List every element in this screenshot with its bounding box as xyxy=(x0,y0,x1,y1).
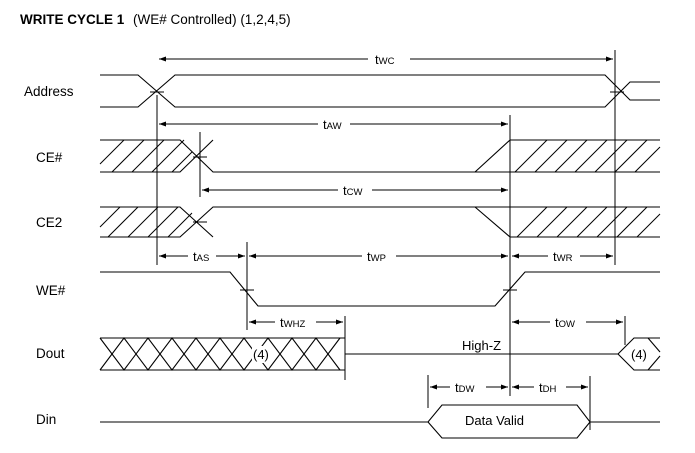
timing-label-tcw: tCW xyxy=(343,183,362,198)
timing-arrows xyxy=(159,56,623,390)
timing-label-twr: tWR xyxy=(553,249,573,264)
timing-label-taw: tAW xyxy=(323,117,342,132)
timing-label-twhz: tWHZ xyxy=(280,315,305,330)
diagram-title: WRITE CYCLE 1 (WE# Controlled) (1,2,4,5) xyxy=(20,12,291,27)
signal-label-ce2: CE2 xyxy=(36,215,62,230)
we-bar-waveform xyxy=(100,271,660,307)
title-bold: WRITE CYCLE 1 xyxy=(20,12,125,27)
signal-label-din: Din xyxy=(36,412,56,427)
ce2-waveform xyxy=(99,206,661,238)
title-rest: (WE# Controlled) (1,2,4,5) xyxy=(133,12,291,27)
signal-label-dout: Dout xyxy=(36,346,65,361)
din-waveform xyxy=(100,404,660,439)
dout-waveform xyxy=(99,337,661,371)
ce-bar-waveform xyxy=(99,139,661,173)
signal-label-we-bar: WE# xyxy=(36,283,66,298)
timing-label-twc: tWC xyxy=(375,52,395,67)
dout-note-left: (4) xyxy=(253,347,269,362)
timing-label-tdh: tDH xyxy=(539,380,556,395)
timing-label-tdw: tDW xyxy=(455,380,474,395)
signal-label-ce-bar: CE# xyxy=(36,150,63,165)
address-waveform xyxy=(100,74,660,108)
timing-label-tow: tOW xyxy=(555,315,575,330)
timing-label-tas: tAS xyxy=(193,249,209,264)
signal-label-address: Address xyxy=(24,84,74,99)
data-valid-label: Data Valid xyxy=(465,413,524,428)
dout-note-right: (4) xyxy=(631,347,647,362)
timing-label-twp: tWP xyxy=(367,249,386,264)
high-z-label: High-Z xyxy=(462,338,501,353)
